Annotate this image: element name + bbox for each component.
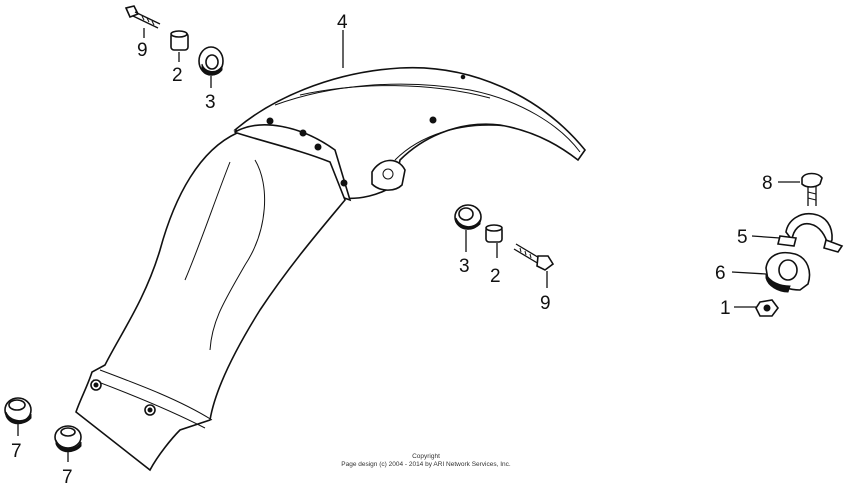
- bolt-8[interactable]: [801, 172, 823, 207]
- copyright-line-1: Copyright: [412, 453, 440, 460]
- bolt-9-mid[interactable]: [513, 243, 555, 271]
- callout-4: 4: [337, 12, 348, 33]
- callout-8: 8: [762, 173, 773, 194]
- copyright-notice: Copyright Page design (c) 2004 - 2014 by…: [341, 453, 511, 468]
- collar-2-mid[interactable]: [485, 224, 503, 243]
- callout-2-mid: 2: [490, 266, 501, 287]
- copyright-line-2: Page design (c) 2004 - 2014 by ARI Netwo…: [341, 461, 511, 468]
- callout-7-left: 7: [11, 441, 22, 462]
- rubber-6[interactable]: [765, 251, 811, 293]
- nut-1[interactable]: [755, 299, 779, 317]
- grommet-3-mid[interactable]: [454, 204, 482, 230]
- grommet-7-left[interactable]: [4, 397, 32, 425]
- callout-numbers: 9 2 3 4 8 5 6 1 3 2 9 7 7: [11, 12, 773, 488]
- rear-fender[interactable]: [75, 66, 587, 472]
- clamp-5[interactable]: [777, 212, 844, 253]
- callout-3-mid: 3: [459, 256, 470, 277]
- bolt-9-top[interactable]: [124, 5, 161, 29]
- callout-7-right: 7: [62, 467, 73, 488]
- grommet-3-top[interactable]: [198, 46, 224, 76]
- callout-5: 5: [737, 227, 748, 248]
- grommet-7-right[interactable]: [54, 425, 82, 453]
- callout-2-top: 2: [172, 65, 183, 86]
- leader-lines: [17, 28, 800, 462]
- callout-3-top: 3: [205, 92, 216, 113]
- callout-9-mid: 9: [540, 293, 551, 314]
- callout-9-top: 9: [137, 40, 148, 61]
- callout-1: 1: [720, 298, 731, 319]
- collar-2-top[interactable]: [170, 30, 189, 51]
- callout-6: 6: [715, 263, 726, 284]
